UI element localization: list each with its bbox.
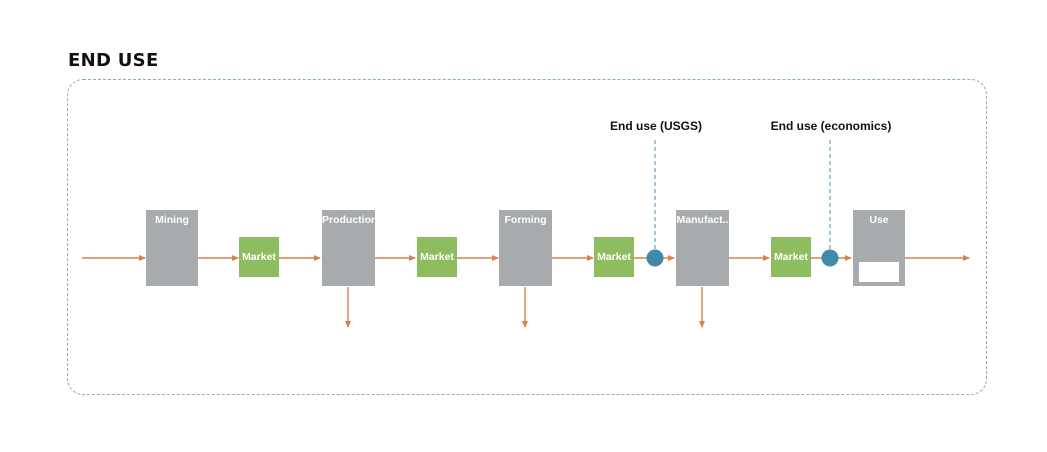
stage-box-mining: [146, 210, 198, 286]
use-inner-box: [859, 262, 899, 282]
market-boxes: [239, 237, 811, 277]
stage-box-forming: [499, 210, 552, 286]
stage-label-forming: Forming: [504, 214, 547, 226]
market-box-1: [239, 237, 279, 277]
market-label-4: Market: [774, 251, 808, 263]
stage-label-manufacturing: Manufact..: [676, 214, 729, 226]
end-use-usgs-label: End use (USGS): [609, 119, 703, 133]
end-use-boundary: [67, 79, 987, 395]
usgs-measure-point: [646, 249, 664, 267]
market-box-3: [594, 237, 634, 277]
flow-arrows: [82, 255, 970, 328]
market-box-4: [771, 237, 811, 277]
stage-box-production: [322, 210, 375, 286]
market-box-2: [417, 237, 457, 277]
end-use-economics-label: End use (economics): [770, 119, 892, 133]
market-label-2: Market: [420, 251, 454, 263]
market-label-3: Market: [597, 251, 631, 263]
stage-label-mining: Mining: [155, 214, 189, 226]
stage-boxes: [146, 210, 905, 286]
stage-label-use: Use: [869, 214, 889, 226]
stage-box-manufacturing: [676, 210, 729, 286]
diagram-title: END USE: [68, 50, 159, 71]
stage-label-production: Production: [322, 214, 375, 226]
market-label-1: Market: [242, 251, 276, 263]
economics-measure-point: [821, 249, 839, 267]
